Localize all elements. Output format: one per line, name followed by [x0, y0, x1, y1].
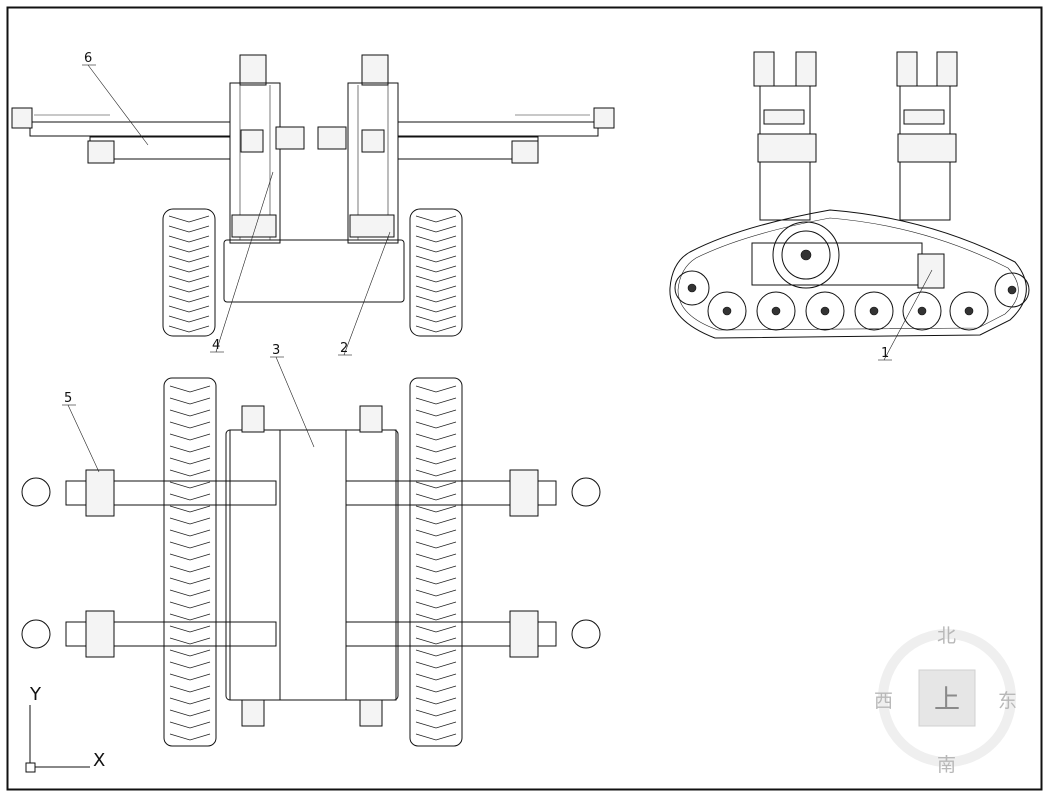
ucs-x-label: X: [93, 750, 105, 771]
callout-5-label: 5: [64, 391, 72, 406]
plan-upper-left-arm: [21, 469, 277, 517]
callout-6: 6: [82, 51, 149, 146]
plan-left-wheel: [163, 377, 217, 747]
plan-upper-right-arm: [345, 469, 601, 517]
left-wheel-tread: [168, 215, 210, 333]
plan-chassis: [225, 429, 399, 701]
callout-2: 2: [338, 231, 391, 356]
right-wheel: [409, 208, 463, 337]
left-horizontal-arm: [11, 107, 305, 164]
plan-left-wheel-tread: [169, 385, 211, 741]
plan-right-wheel: [409, 377, 463, 747]
callout-2-label: 2: [340, 341, 348, 356]
left-lift-module: [229, 54, 281, 244]
chassis-body: [223, 239, 405, 303]
plan-lower-right-arm: [345, 610, 601, 658]
road-wheels: [674, 270, 1030, 331]
compass-north-label[interactable]: 北: [937, 625, 956, 647]
compass-east-label[interactable]: 东: [998, 690, 1017, 712]
top-view-assembly[interactable]: [11, 54, 615, 337]
viewcube[interactable]: 上 北 南 东 西: [874, 625, 1017, 776]
callout-3-label: 3: [272, 343, 280, 358]
left-wheel: [162, 208, 216, 337]
callout-5: 5: [62, 391, 100, 473]
right-lift-module: [347, 54, 399, 244]
callout-1: 1: [878, 269, 933, 361]
right-wheel-tread: [415, 215, 457, 333]
plan-right-wheel-tread: [415, 385, 457, 741]
callout-3: 3: [270, 343, 315, 448]
plan-lift-rails: [229, 405, 397, 727]
side-view-assembly[interactable]: [669, 51, 1030, 339]
drive-sprocket: [772, 221, 840, 289]
callout-1-label: 1: [881, 346, 889, 361]
compass-south-label[interactable]: 南: [937, 754, 956, 776]
side-lift-columns: [753, 51, 958, 221]
compass-west-label[interactable]: 西: [874, 690, 893, 712]
right-horizontal-arm: [317, 107, 615, 164]
callout-4: 4: [210, 171, 274, 353]
viewcube-face-label: 上: [934, 685, 960, 715]
callout-4-label: 4: [212, 338, 220, 353]
compass-ring[interactable]: [878, 629, 1016, 767]
ucs-y-label: Y: [29, 684, 42, 705]
drawing-frame: [6, 6, 1043, 791]
plan-lower-left-arm: [21, 610, 277, 658]
crawler-track: [669, 209, 1027, 339]
plan-view-assembly[interactable]: [21, 377, 601, 747]
viewcube-top-face[interactable]: [918, 669, 976, 727]
side-body: [751, 242, 923, 286]
callout-6-label: 6: [84, 51, 92, 66]
ucs-icon: X Y: [25, 684, 105, 773]
